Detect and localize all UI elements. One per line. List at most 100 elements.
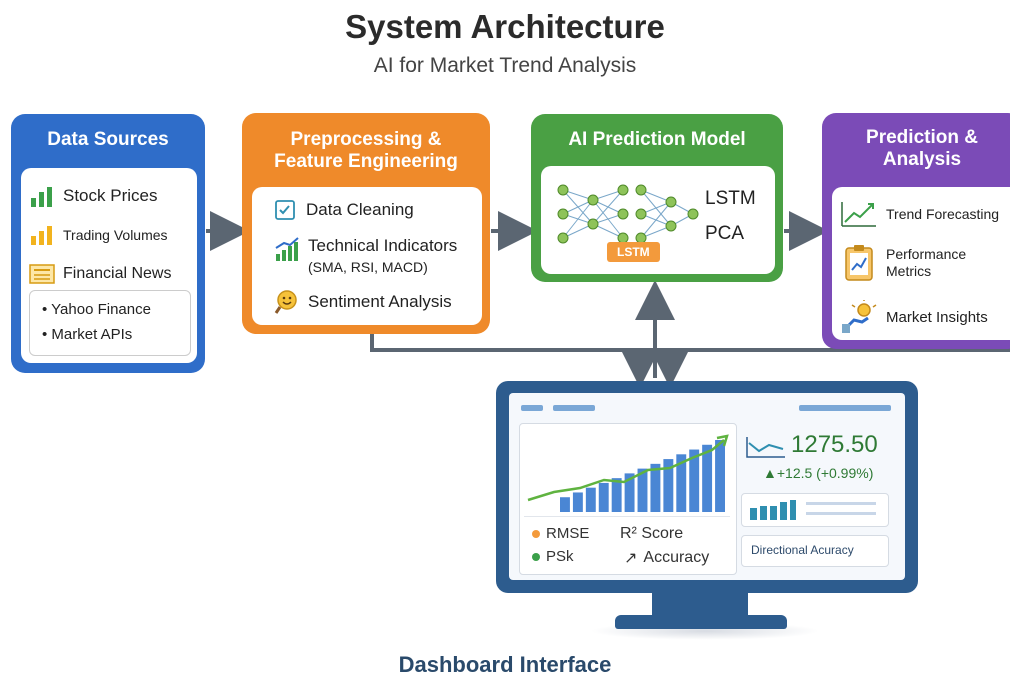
source-yahoo-finance: • Yahoo Finance [42,301,151,318]
prediction-card: Prediction & Analysis Trend Forecasting … [822,113,1010,349]
technical-indicators-label: Technical Indicators [308,236,458,255]
diagram-subtitle: AI for Market Trend Analysis [373,54,637,77]
neural-network-icon [557,184,699,244]
dashboard-bar [715,440,725,512]
dashboard-bar [611,478,622,512]
technical-indicators-sub: (SMA, RSI, MACD) [308,259,428,275]
mini-bar-chart [750,500,796,520]
monitor-base [615,615,787,629]
metric-accuracy: ↗ Accuracy [624,548,709,568]
mini-bar-panel [741,493,889,527]
dashboard-bar [637,468,648,512]
dashboard-bar [676,454,687,512]
market-insights-label: Market Insights [886,308,988,326]
trend-line [527,439,725,502]
metric-r2: R² Score [620,525,684,542]
placeholder-line [806,512,876,515]
toolbar-chip [553,405,595,411]
dashboard-bar [585,487,596,512]
bar-series [560,440,725,512]
ai-model-body: LSTM LSTM PCA [541,166,775,274]
trading-volumes-item: Trading Volumes [29,224,168,246]
lstm-badge: LSTM [607,242,660,262]
toolbar-chip [799,405,891,411]
trend-line-icon [841,202,876,227]
sentiment-analysis-label: Sentiment Analysis [308,292,452,311]
dashboard-chart-panel: RMSE R² Score PSk ↗ Accuracy [519,423,737,575]
prediction-title-line2: Analysis [882,149,962,170]
lstm-label: LSTM [705,188,756,209]
orange-dot-icon [532,529,540,538]
prediction-body: Trend Forecasting Performance Metrics [832,187,1010,340]
dashboard-bar [689,449,700,512]
trend-arrow-icon: ↗ [624,550,638,567]
data-sources-card: Data Sources Stock Prices Trading Volume… [11,114,205,373]
data-cleaning-label: Data Cleaning [306,200,414,219]
monitor-neck [652,593,748,617]
trend-forecasting-item: Trend Forecasting [840,199,999,229]
checklist-icon [275,200,295,220]
data-sources-body: Stock Prices Trading Volumes Financial N… [21,168,197,363]
trend-chart-icon [275,237,299,261]
metric-rmse: RMSE [532,525,589,542]
sentiment-analysis-item: Sentiment Analysis [274,289,452,315]
performance-metrics-text: Performance Metrics [886,246,966,280]
dashboard-bar [702,444,713,512]
preprocessing-title-line1: Preprocessing & [290,129,442,151]
performance-metrics-item: Performance Metrics [840,244,966,282]
metric-accuracy-label: Accuracy [643,549,710,566]
financial-news-label: Financial News [63,265,172,282]
preprocessing-title: Preprocessing & Feature Engineering [242,113,490,187]
metric-psk: PSk [532,548,574,565]
green-dot-icon [532,552,540,561]
market-insights-item: Market Insights [840,300,988,334]
volume-bars-icon [31,226,52,245]
arrow-prediction-to-dashboard [650,348,1010,388]
dashboard-bar [650,463,661,512]
bar-chart-icon [31,187,52,207]
prediction-title: Prediction & Analysis [822,113,1010,185]
performance-label: Performance [886,246,967,263]
trend-forecasting-label: Trend Forecasting [886,206,1000,222]
technical-indicators-text: Technical Indicators (SMA, RSI, MACD) [308,236,457,275]
smiley-magnifier-icon [274,290,297,314]
dashboard-screen: RMSE R² Score PSk ↗ Accuracy 1275.50 ▲+1… [509,393,905,580]
preprocessing-body: Data Cleaning Technical Indicators (SMA,… [252,187,482,325]
dashboard-bar-chart [527,434,729,512]
arrow-preprocessing-to-dashboard [370,334,660,388]
technical-indicators-item: Technical Indicators (SMA, RSI, MACD) [274,236,457,275]
financial-news-item: Financial News [29,263,171,285]
dashboard-interface-label: Dashboard Interface [398,652,612,677]
prediction-title-line1: Prediction & [866,127,978,149]
toolbar-chip [521,405,543,411]
dashboard-bar [624,473,635,512]
sparkline-icon [746,437,785,458]
clipboard-icon [845,245,873,281]
metric-rmse-label: RMSE [546,525,590,542]
directional-accuracy-panel: Directional Acuracy [741,535,889,567]
price-change: ▲+12.5 (+0.99%) [763,465,874,481]
dashboard-bar [560,497,570,512]
diagram-title: System Architecture [345,8,665,45]
pca-label: PCA [705,223,745,244]
ai-model-title: AI Prediction Model [568,129,746,151]
source-market-apis: • Market APIs [42,326,133,343]
metric-psk-label: PSk [546,548,574,565]
ai-model-card: AI Prediction Model LSTM LSTM PCA [531,114,783,282]
insight-hand-icon [842,300,877,333]
trading-volumes-label: Trading Volumes [63,227,168,243]
dashboard-bar [598,482,609,512]
trend-arrowhead [716,434,729,447]
directional-accuracy-label: Directional Acuracy [751,543,854,557]
price-value: 1275.50 [791,431,878,458]
stock-prices-label: Stock Prices [63,186,158,205]
data-cleaning-item: Data Cleaning [274,199,414,221]
dashboard-bar [663,459,674,512]
stock-prices-item: Stock Prices [29,184,157,208]
placeholder-line [806,502,876,505]
metrics-area: RMSE R² Score PSk ↗ Accuracy [524,516,730,569]
metrics-label: Metrics [886,263,932,279]
source-list: • Yahoo Finance • Market APIs [29,290,191,356]
newspaper-icon [29,264,55,284]
